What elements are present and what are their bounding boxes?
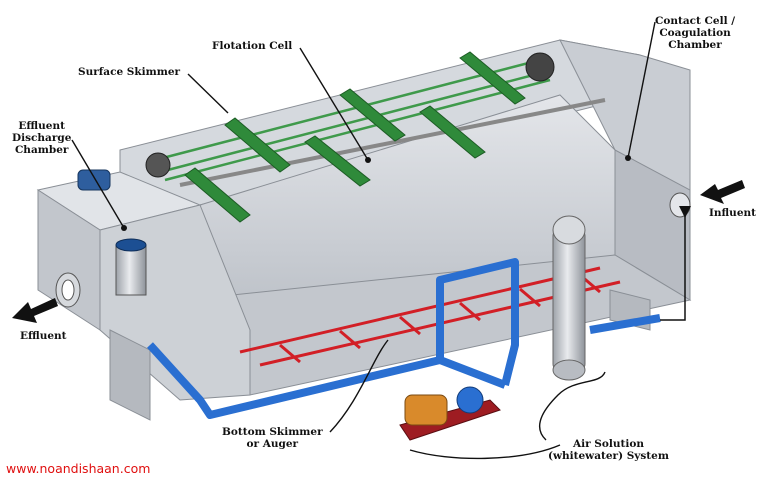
skimmer-sprocket-left [145,152,171,178]
tank-support-left [109,329,151,421]
label-contact-cell-line1: Contact Cell / [655,15,736,27]
whitewater-piping [147,258,661,419]
label-effluent-discharge: Effluent Discharge Chamber [12,120,71,156]
watermark-url: www.noandishaan.com [6,461,151,476]
leader-dots [121,155,631,231]
label-surface-skimmer: Surface Skimmer [78,66,181,78]
influent-pipe [660,206,691,321]
influent-nozzle [669,192,691,218]
influent-arrow [700,180,745,204]
label-effluent-discharge-line1: Effluent [18,120,65,132]
label-effluent: Effluent [20,330,67,342]
skimmer-drive-motor [77,169,111,191]
pump-motor [404,394,448,426]
label-flotation-cell: Flotation Cell [212,40,293,52]
label-influent: Influent [709,207,756,219]
effluent-weir [115,244,147,296]
label-effluent-discharge-line2: Discharge [12,132,72,144]
air-saturation-vessel [552,229,586,371]
skimmer-flights [184,51,526,223]
label-contact-cell-line3: Chamber [668,39,722,51]
leader-lines [71,21,656,441]
label-air-solution: Air Solution (whitewater) System [548,438,669,462]
label-contact-cell: Contact Cell / Coagulation Chamber [655,15,735,51]
label-effluent-discharge-line3: Chamber [14,144,69,156]
flow-arrows [12,180,745,323]
label-air-solution-line1: Air Solution [572,438,644,450]
surface-skimmer-rails [154,58,551,182]
label-bottom-skimmer: Bottom Skimmer or Auger [222,426,323,450]
label-bottom-skimmer-line1: Bottom Skimmer [222,426,323,438]
recycle-pump [456,386,484,414]
effluent-arrow [12,298,58,323]
air-solution-brace [409,444,561,460]
skimmer-shaft [179,98,606,187]
label-contact-cell-line2: Coagulation [659,27,731,39]
label-bottom-skimmer-line2: or Auger [246,438,299,450]
label-air-solution-line2: (whitewater) System [548,450,669,462]
skimmer-sprocket-right [525,52,555,82]
